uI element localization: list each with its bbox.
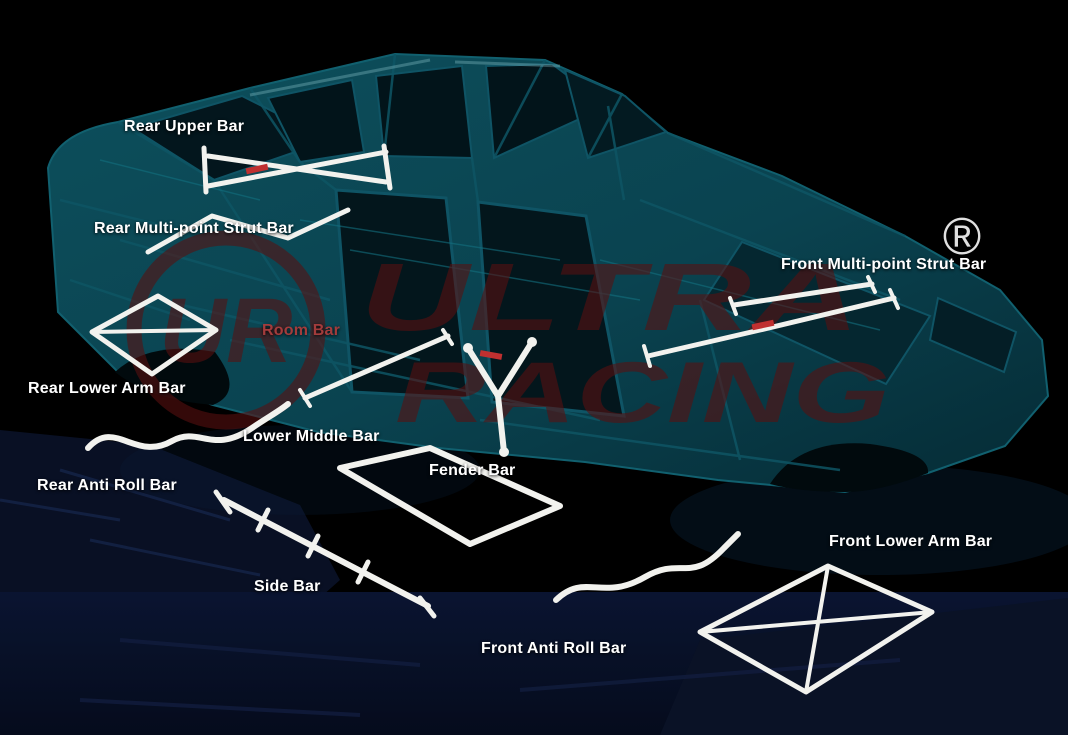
label-front-anti-roll-bar: Front Anti Roll Bar <box>481 640 627 657</box>
room-bar-part <box>298 328 454 408</box>
front-lower-arm-bar-part <box>697 563 935 695</box>
label-room-bar: Room Bar <box>262 322 341 339</box>
lower-middle-bar-part <box>337 445 563 547</box>
ur-stickers <box>245 163 775 360</box>
rear-anti-roll-bar-part <box>85 401 291 451</box>
ur-sticker <box>751 319 775 331</box>
product-bars <box>85 143 935 695</box>
label-front-lower-arm-bar: Front Lower Arm Bar <box>829 533 993 550</box>
label-fender-bar: Fender Bar <box>429 462 516 479</box>
label-rear-lower-arm-bar: Rear Lower Arm Bar <box>28 380 186 397</box>
label-lower-middle-bar: Lower Middle Bar <box>243 428 380 445</box>
registered-trademark: ® <box>943 208 981 266</box>
front-multi-point-strut-bar-part <box>642 275 900 368</box>
front-anti-roll-bar-part <box>553 531 741 603</box>
car-body-shell <box>46 52 1050 494</box>
label-front-multi-point-strut-bar: Front Multi-point Strut Bar <box>781 256 987 273</box>
rear-multi-point-strut-bar-part <box>145 207 351 255</box>
label-side-bar: Side Bar <box>254 578 321 595</box>
watermark-line2: RACING <box>395 345 890 441</box>
side-bar-part <box>213 489 437 619</box>
label-rear-multi-point-strut-bar: Rear Multi-point Strut Bar <box>94 220 294 237</box>
rear-upper-bar-part <box>201 143 393 195</box>
lower-chassis <box>0 425 1068 735</box>
label-rear-anti-roll-bar: Rear Anti Roll Bar <box>37 477 177 494</box>
ur-sticker <box>245 163 269 175</box>
ur-sticker <box>479 350 503 360</box>
fender-bar-part <box>463 337 537 457</box>
rear-lower-arm-bar-part <box>89 293 219 377</box>
label-rear-upper-bar: Rear Upper Bar <box>124 118 245 135</box>
